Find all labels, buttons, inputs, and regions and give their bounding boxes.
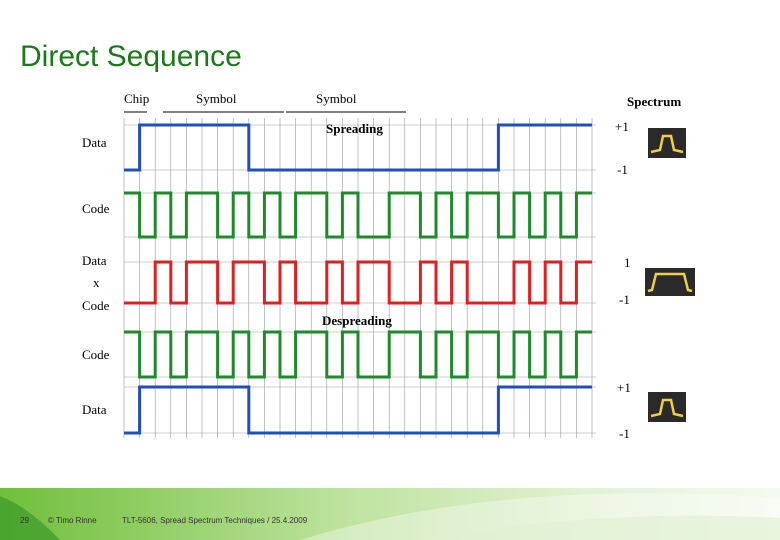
level-plus1-bottom: +1 (617, 380, 631, 395)
row-label-code-top: Code (82, 201, 110, 216)
spectrum-curve (650, 398, 684, 418)
row-label-code-mid: Code (82, 298, 110, 313)
row-label-data-x: Data (82, 253, 107, 268)
spectrum-label: Spectrum (627, 94, 681, 109)
footer-author: © Timo Rinne (48, 516, 97, 525)
page-number: 29 (20, 516, 29, 525)
symbol-label-2: Symbol (316, 91, 357, 106)
trace-code-bottom (124, 330, 592, 379)
spectrum-narrowband-top (648, 128, 686, 158)
spectrum-box (648, 392, 686, 422)
signal-traces (124, 123, 592, 435)
despreading-label: Despreading (322, 313, 392, 328)
spectrum-wideband (645, 268, 695, 296)
spreading-label: Spreading (326, 121, 383, 136)
trace-code-top (124, 191, 592, 239)
level-plus1-mid: 1 (624, 255, 631, 270)
level-plus1-top: +1 (615, 119, 629, 134)
spectrum-box (648, 128, 686, 158)
footer-course: TLT-5606, Spread Spectrum Techniques / 2… (122, 516, 308, 525)
row-label-code-bottom: Code (82, 347, 110, 362)
row-label-data-bottom: Data (82, 402, 107, 417)
spectrum-box (645, 268, 695, 296)
chip-label: Chip (124, 91, 149, 106)
footer-decoration (0, 488, 780, 540)
symbol-label-1: Symbol (196, 91, 237, 106)
spectrum-narrowband-bottom (648, 392, 686, 422)
trace-data-top (124, 123, 592, 172)
spectrum-curve (650, 134, 684, 154)
row-label-data-top: Data (82, 135, 107, 150)
level-minus1-top: -1 (617, 162, 628, 177)
slide-title: Direct Sequence (20, 40, 242, 73)
row-label-x: x (93, 275, 100, 290)
level-minus1-mid: -1 (619, 292, 630, 307)
trace-data-bottom (124, 385, 592, 435)
trace-product (124, 260, 592, 305)
spectrum-curve (647, 272, 693, 293)
level-minus1-bottom: -1 (619, 426, 630, 441)
